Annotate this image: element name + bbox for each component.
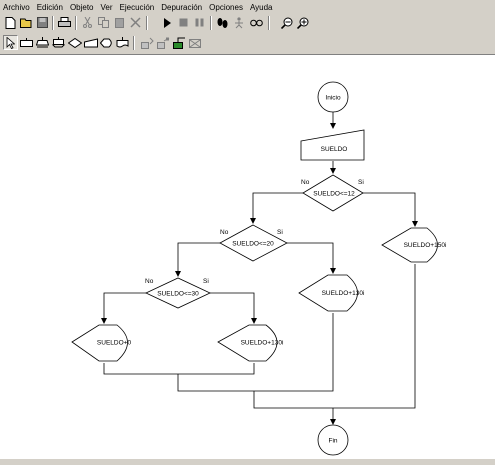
- end-label: Fin: [328, 438, 337, 445]
- end-node[interactable]: [317, 424, 349, 456]
- flowchart-canvas[interactable]: Inicio SUELDO SUELDO<=12 No Si SUELDO<=2…: [0, 54, 495, 459]
- output-node-3[interactable]: [217, 324, 278, 362]
- run-icon[interactable]: [160, 15, 175, 30]
- decision-3-yes: Si: [203, 278, 209, 285]
- output-node-4[interactable]: [71, 324, 128, 362]
- menu-archivo[interactable]: Archivo: [3, 2, 30, 12]
- step-icon[interactable]: [215, 15, 230, 30]
- zoom-out-icon[interactable]: [279, 15, 294, 30]
- start-node[interactable]: [317, 81, 349, 113]
- output-4-label: SUELDO+0: [97, 340, 132, 347]
- decision-3-no: No: [145, 278, 154, 285]
- pause-icon[interactable]: [192, 15, 207, 30]
- decision-node-3[interactable]: [145, 277, 211, 309]
- flowchart: Inicio SUELDO SUELDO<=12 No Si SUELDO<=2…: [71, 81, 447, 456]
- menu-opciones[interactable]: Opciones: [209, 2, 243, 12]
- shapes-toolbar: [0, 34, 495, 52]
- new-file-icon[interactable]: [3, 15, 18, 30]
- paste-icon[interactable]: [112, 15, 127, 30]
- menu-ver[interactable]: Ver: [100, 2, 113, 12]
- watch-icon[interactable]: [249, 15, 264, 30]
- copy-icon[interactable]: [96, 15, 111, 30]
- decision-node-2[interactable]: [219, 224, 288, 262]
- menu-bar: Archivo Edición Objeto Ver Ejecución Dep…: [0, 0, 495, 14]
- zoom-in-icon[interactable]: [295, 15, 310, 30]
- process-tool-icon[interactable]: [19, 35, 34, 50]
- menu-depuracion[interactable]: Depuración: [161, 2, 203, 12]
- output-3-label: SUELDO+130i: [241, 340, 284, 347]
- delete-icon[interactable]: [128, 15, 143, 30]
- output-1-label: SUELDO+150i: [404, 242, 447, 249]
- subprocess-tool-icon[interactable]: [156, 35, 171, 50]
- print-icon[interactable]: [57, 15, 72, 30]
- menu-edicion[interactable]: Edición: [36, 2, 63, 12]
- display-tool-icon[interactable]: [99, 35, 114, 50]
- decision-2-no: No: [220, 229, 229, 236]
- stop-icon[interactable]: [176, 15, 191, 30]
- decision-3-label: SUELDO<=30: [157, 291, 199, 298]
- open-folder-icon[interactable]: [19, 15, 34, 30]
- start-label: Inicio: [325, 95, 341, 102]
- output-2-label: SUELDO+130i: [322, 290, 365, 297]
- manual-input-tool-icon[interactable]: [83, 35, 98, 50]
- output-node-1[interactable]: [381, 227, 438, 263]
- output-node-2[interactable]: [298, 274, 358, 312]
- comment-tool-icon[interactable]: [188, 35, 203, 50]
- save-icon[interactable]: [35, 15, 50, 30]
- input-node[interactable]: [300, 129, 365, 161]
- menu-ayuda[interactable]: Ayuda: [249, 2, 273, 12]
- input-tool-icon[interactable]: [35, 35, 50, 50]
- decision-1-label: SUELDO<=12: [313, 191, 355, 198]
- menu-ejecucion[interactable]: Ejecución: [119, 2, 155, 12]
- decision-1-yes: Si: [358, 179, 364, 186]
- document-tool-icon[interactable]: [115, 35, 130, 50]
- pointer-tool-icon[interactable]: [3, 35, 18, 50]
- main-toolbar: [0, 14, 495, 32]
- decision-2-label: SUELDO<=20: [232, 241, 274, 248]
- input-label: SUELDO: [321, 146, 348, 153]
- connector-tool-icon[interactable]: [140, 35, 155, 50]
- menu-objeto[interactable]: Objeto: [69, 2, 94, 12]
- decision-node-1[interactable]: [302, 174, 364, 212]
- decision-1-no: No: [301, 179, 310, 186]
- decision-2-yes: Si: [277, 229, 283, 236]
- trace-icon[interactable]: [232, 15, 247, 30]
- decision-tool-icon[interactable]: [67, 35, 82, 50]
- cut-icon[interactable]: [80, 15, 95, 30]
- loop-tool-icon[interactable]: [172, 35, 187, 50]
- output-tool-icon[interactable]: [51, 35, 66, 50]
